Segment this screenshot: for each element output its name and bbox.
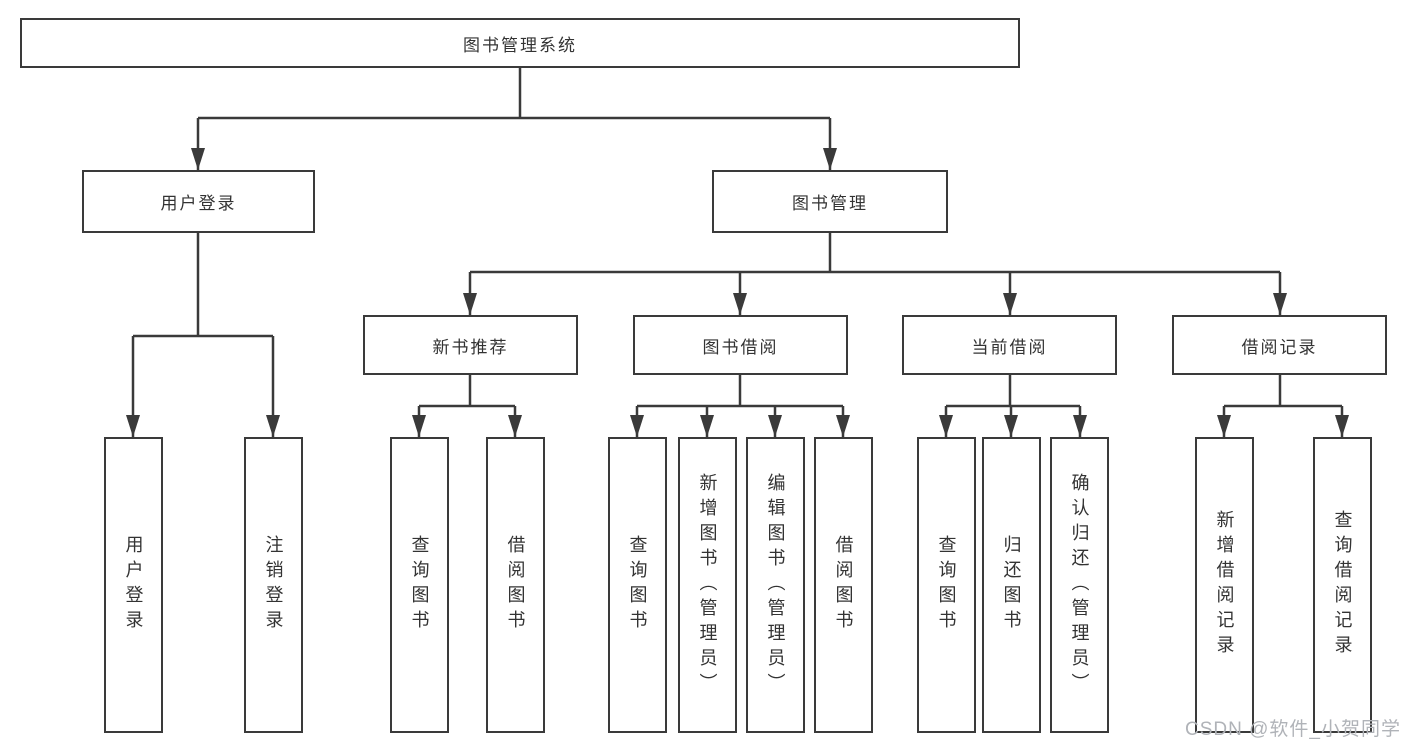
node-root: 图书管理系统 — [20, 18, 1020, 68]
node-borrow-records-label: 借阅记录 — [1241, 337, 1318, 357]
leaf-cb-confirm-return-admin: 确认归还（管理员） — [1050, 437, 1109, 733]
node-current-borrow: 当前借阅 — [902, 315, 1117, 375]
leaf-bb-add-books-admin: 新增图书（管理员） — [678, 437, 737, 733]
node-user-login: 用户登录 — [82, 170, 315, 233]
leaf-cb-query-books: 查询图书 — [917, 437, 976, 733]
node-book-borrow-label: 图书借阅 — [702, 337, 779, 357]
node-new-book-recommend-label: 新书推荐 — [432, 337, 509, 357]
node-borrow-records: 借阅记录 — [1172, 315, 1387, 375]
leaf-br-add-record: 新增借阅记录 — [1195, 437, 1254, 733]
leaf-bb-edit-books-admin: 编辑图书（管理员） — [746, 437, 805, 733]
csdn-watermark: CSDN @软件_小贺同学 — [1185, 719, 1401, 740]
node-book-borrow: 图书借阅 — [633, 315, 848, 375]
leaf-br-query-record: 查询借阅记录 — [1313, 437, 1372, 733]
leaf-logout: 注销登录 — [244, 437, 303, 733]
node-root-label: 图书管理系统 — [463, 35, 577, 55]
leaf-bb-query-books: 查询图书 — [608, 437, 667, 733]
leaf-cb-return-books: 归还图书 — [982, 437, 1041, 733]
leaf-nb-borrow-books: 借阅图书 — [486, 437, 545, 733]
arrowheads — [126, 148, 1349, 437]
node-current-borrow-label: 当前借阅 — [971, 337, 1048, 357]
node-book-management-label: 图书管理 — [792, 194, 868, 213]
node-new-book-recommend: 新书推荐 — [363, 315, 578, 375]
leaf-bb-borrow-books: 借阅图书 — [814, 437, 873, 733]
node-user-login-label: 用户登录 — [160, 194, 237, 213]
leaf-nb-query-books: 查询图书 — [390, 437, 449, 733]
leaf-user-login: 用户登录 — [104, 437, 163, 733]
node-book-management: 图书管理 — [712, 170, 948, 233]
